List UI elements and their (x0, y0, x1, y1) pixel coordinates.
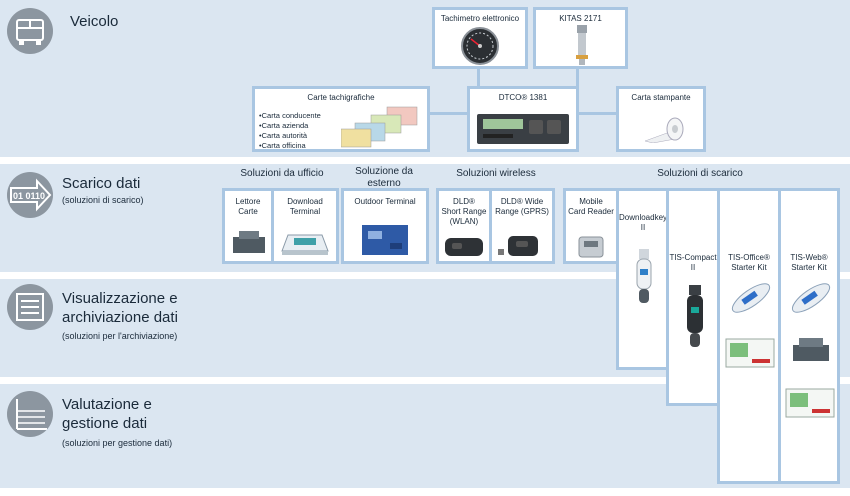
box-kitas: KITAS 2171 (533, 7, 628, 69)
box-dld-wide-range: DLD® Wide Range (GPRS) (489, 188, 555, 264)
label-tis-office: TIS-Office® Starter Kit (728, 253, 770, 272)
box-dtco: DTCO® 1381 (467, 86, 579, 152)
connector-line (429, 112, 469, 115)
box-carta-stampante: Carta stampante (616, 86, 706, 152)
dld-short-range-icon (445, 238, 483, 256)
label-tis-web: TIS-Web® Starter Kit (790, 253, 828, 272)
group-title-esterno: Soluzione da esterno (355, 166, 413, 189)
label-tachimetro: Tachimetro elettronico (440, 14, 520, 23)
download-terminal-icon (281, 234, 329, 255)
connector-line (576, 66, 579, 86)
section-subtitle-visualizzazione: (soluzioni per l'archiviazione) (62, 331, 178, 341)
archive-icon (7, 284, 53, 330)
box-download-terminal: Download Terminal (271, 188, 339, 264)
label-mobile-card-reader: Mobile Card Reader (568, 197, 614, 216)
section-title-visualizzazione: Visualizzazione e archiviazione dati (62, 290, 178, 326)
outdoor-terminal-icon (362, 225, 408, 255)
section-title-scarico: Scarico dati (62, 175, 141, 192)
mobile-card-reader-icon (578, 236, 604, 258)
dld-wide-range-icon (498, 236, 538, 256)
truck-icon (7, 8, 53, 54)
tachograph-cards-icon (341, 106, 418, 148)
label-outdoor-terminal: Outdoor Terminal (354, 197, 416, 206)
box-lettore-carte: Lettore Carte (222, 188, 274, 264)
list-item: Carta autorità (259, 131, 321, 141)
box-outdoor-terminal: Outdoor Terminal (341, 188, 429, 264)
box-tis-office: TIS-Office® Starter Kit (717, 188, 781, 484)
label-tis-compact: TIS-Compact II (669, 253, 717, 272)
group-title-ufficio: Soluzioni da ufficio (240, 168, 324, 179)
tis-office-icon (731, 283, 771, 313)
box-carte-tachigrafiche: Carte tachigrafiche Carta conducente Car… (252, 86, 430, 152)
card-reader-icon (793, 338, 829, 361)
label-carte-tachigrafiche: Carte tachigrafiche (307, 93, 375, 102)
data-download-icon: 01 0110 (7, 172, 53, 218)
tachograph-icon (477, 114, 569, 144)
label-dld-short-range: DLD® Short Range (WLAN) (441, 197, 487, 226)
tis-compact-icon (687, 285, 703, 347)
paper-roll-icon (645, 117, 684, 143)
box-mobile-card-reader: Mobile Card Reader (563, 188, 619, 264)
label-dld-wide-range: DLD® Wide Range (GPRS) (495, 197, 549, 216)
label-dtco: DTCO® 1381 (498, 93, 548, 102)
group-title-scarico: Soluzioni di scarico (657, 168, 743, 179)
box-tis-compact: TIS-Compact II (666, 188, 720, 406)
box-tachimetro: Tachimetro elettronico (432, 7, 528, 69)
connector-line (477, 66, 480, 86)
section-title-valutazione: Valutazione e gestione dati (62, 396, 152, 432)
connector-line (577, 112, 617, 115)
group-title-wireless: Soluzioni wireless (456, 168, 536, 179)
section-subtitle-scarico: (soluzioni di scarico) (62, 195, 144, 205)
sensor-icon (576, 25, 588, 65)
list-item: Carta officina (259, 141, 321, 151)
label-lettore-carte: Lettore Carte (235, 197, 261, 216)
label-carta-stampante: Carta stampante (631, 93, 691, 102)
section-title-veicolo: Veicolo (70, 13, 119, 30)
box-downloadkey: Downloadkey II (616, 188, 670, 370)
label-download-terminal: Download Terminal (287, 197, 323, 216)
section-subtitle-valutazione: (soluzioni per gestione dati) (62, 438, 173, 448)
label-downloadkey: Downloadkey II (619, 213, 668, 232)
speedometer-icon (461, 27, 499, 65)
list-item: Carta azienda (259, 121, 321, 131)
downloadkey-icon (636, 249, 652, 303)
software-box-icon (785, 388, 835, 418)
tis-web-icon (791, 283, 831, 313)
box-dld-short-range: DLD® Short Range (WLAN) (436, 188, 492, 264)
list-item: Carta conducente (259, 111, 321, 121)
carte-list: Carta conducente Carta azienda Carta aut… (259, 111, 321, 151)
box-tis-web: TIS-Web® Starter Kit (778, 188, 840, 484)
svg-text:01 0110: 01 0110 (13, 191, 45, 201)
label-kitas: KITAS 2171 (559, 14, 602, 23)
card-reader-icon (233, 231, 265, 253)
software-box-icon (725, 338, 775, 368)
analysis-icon (7, 391, 53, 437)
